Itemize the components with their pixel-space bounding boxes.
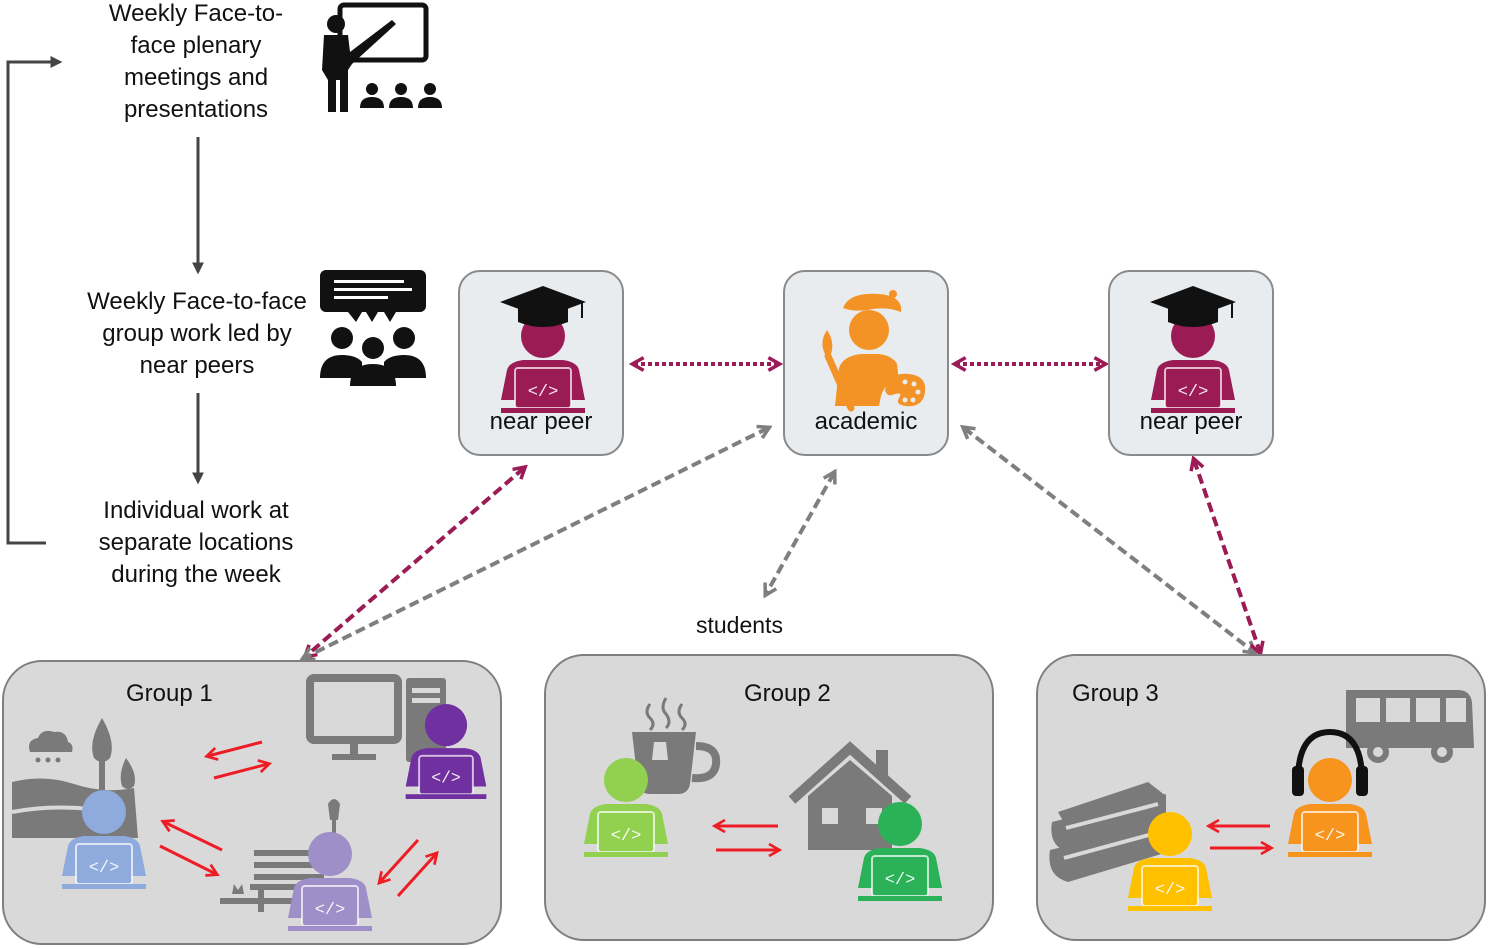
flow-step-groupwork-line: Weekly Face-to-face: [87, 288, 307, 315]
flow-step-individual-line: Individual work at: [103, 497, 289, 524]
students-label: students: [696, 612, 783, 638]
flow-step-plenary-line: presentations: [123, 96, 269, 123]
group-2-scene: [583, 697, 943, 902]
group-1-scene: [11, 674, 488, 932]
flow-step-plenary-line: face plenary: [130, 32, 262, 59]
flow-loop-arrow: [6, 56, 63, 545]
flow-step-groupwork-line: near peers: [139, 352, 255, 379]
group-label: Group 1: [126, 680, 213, 707]
role-academic[interactable]: academic: [783, 270, 949, 456]
presenter-icon: [322, 2, 442, 112]
group-2[interactable]: Group 2: [544, 654, 994, 941]
link-nearpeer-left-group1: [306, 468, 524, 656]
role-label: academic: [814, 408, 918, 435]
books-icon: [1049, 782, 1168, 882]
bus-icon: [1346, 690, 1474, 763]
group-1[interactable]: Group 1: [2, 660, 502, 945]
flow-step-individual-line: during the week: [111, 561, 281, 588]
link-academic-group1: [304, 428, 768, 658]
house-icon: [788, 741, 912, 850]
role-near-peer-left[interactable]: near peer: [458, 270, 624, 456]
near-peer-graduate-icon: [1150, 286, 1236, 414]
near-peer-graduate-icon: [500, 286, 586, 414]
flow-step-plenary-line: Weekly Face-to-: [108, 0, 284, 27]
role-label: near peer: [489, 408, 593, 435]
academic-artist-icon: [822, 290, 926, 412]
flow-step-groupwork: Weekly Face-to-face group work led by ne…: [64, 286, 330, 382]
exchange-arrows-icon: [1205, 818, 1275, 856]
group-3[interactable]: Group 3: [1036, 654, 1486, 941]
group-label: Group 2: [744, 680, 831, 707]
headphones-icon: [1292, 728, 1368, 796]
group-3-scene: [1049, 690, 1474, 912]
flow-step-groupwork-line: group work led by: [102, 320, 292, 347]
exchange-arrows-icon: [159, 740, 439, 898]
role-label: near peer: [1139, 408, 1243, 435]
flow-step-individual-line: separate locations: [98, 529, 294, 556]
link-academic-students: [766, 473, 834, 594]
flow-step-individual: Individual work at separate locations du…: [72, 495, 320, 591]
link-nearpeer-right-group3: [1194, 460, 1260, 652]
student-icon: [287, 831, 373, 932]
flow-step-plenary-line: meetings and: [123, 64, 269, 91]
group-label: Group 3: [1072, 680, 1159, 707]
exchange-arrows-icon: [711, 818, 783, 858]
coffee-cup-icon: [632, 697, 721, 794]
group-discussion-icon: [320, 270, 426, 386]
flow-step-plenary: Weekly Face-to- face plenary meetings an…: [80, 0, 312, 126]
link-academic-group3: [964, 428, 1254, 652]
role-near-peer-right[interactable]: near peer: [1108, 270, 1274, 456]
